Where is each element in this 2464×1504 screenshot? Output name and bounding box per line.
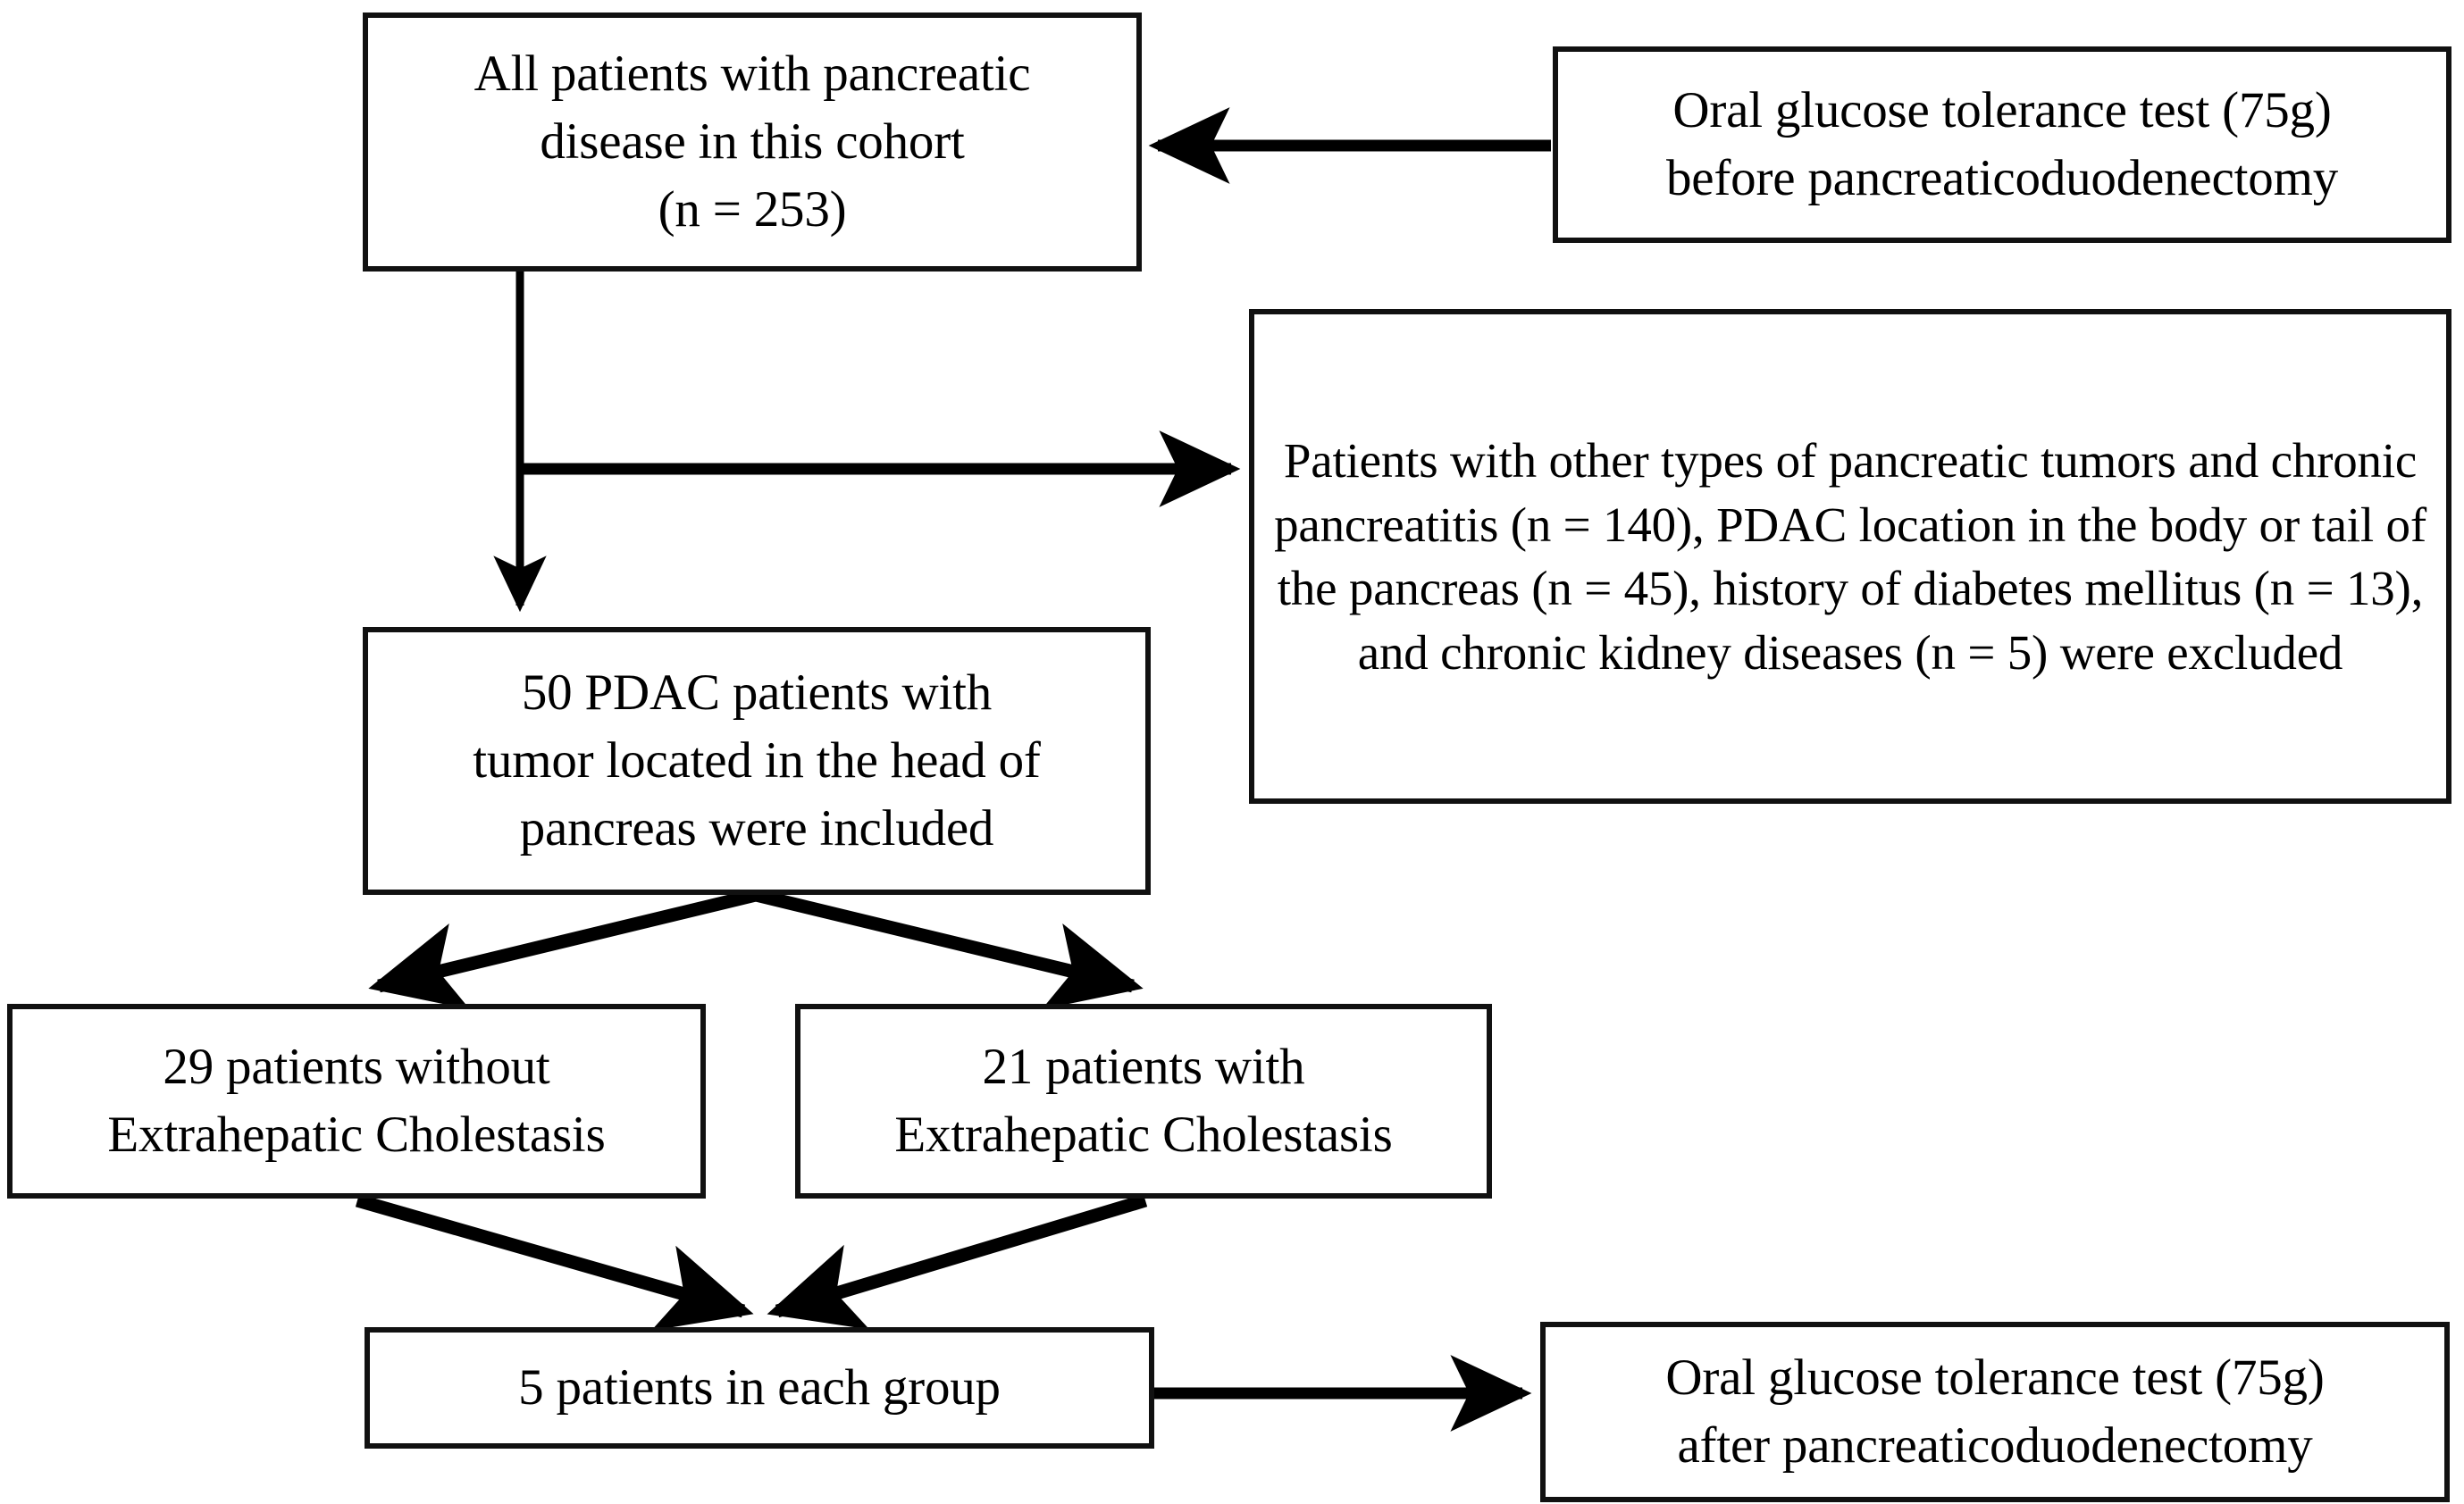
node-excluded-patients[interactable]: Patients with other types of pancreatic … (1249, 309, 2451, 804)
node-ogtt-after-surgery-label: Oral glucose tolerance test (75g) after … (1665, 1349, 2325, 1474)
node-ogtt-before-surgery-label: Oral glucose tolerance test (75g) before… (1665, 82, 2339, 206)
node-with-cholestasis-label: 21 patients with Extrahepatic Cholestasi… (894, 1039, 1393, 1163)
node-pdac-included-label: 50 PDAC patients with tumor located in t… (473, 664, 1041, 856)
node-ogtt-after-surgery[interactable]: Oral glucose tolerance test (75g) after … (1540, 1322, 2450, 1502)
node-pdac-included[interactable]: 50 PDAC patients with tumor located in t… (363, 627, 1151, 895)
node-with-cholestasis[interactable]: 21 patients with Extrahepatic Cholestasi… (795, 1004, 1492, 1199)
edge-with-cholestasis-to-five (767, 1193, 1148, 1330)
node-five-patients-each-group-label: 5 patients in each group (518, 1359, 1001, 1416)
edge-without-cholestasis-to-five (355, 1193, 754, 1331)
node-without-cholestasis[interactable]: 29 patients without Extrahepatic Cholest… (7, 1004, 706, 1199)
node-ogtt-before-surgery[interactable]: Oral glucose tolerance test (75g) before… (1553, 46, 2451, 243)
node-all-patients-cohort[interactable]: All patients with pancreatic disease in … (363, 13, 1142, 272)
node-five-patients-each-group[interactable]: 5 patients in each group (365, 1327, 1154, 1449)
node-without-cholestasis-label: 29 patients without Extrahepatic Cholest… (107, 1039, 606, 1163)
edge-pdac-to-with-cholestasis (754, 888, 1144, 1010)
edge-pdac-to-without-cholestasis (368, 888, 758, 1010)
node-excluded-patients-label: Patients with other types of pancreatic … (1274, 433, 2426, 680)
node-all-patients-cohort-label: All patients with pancreatic disease in … (474, 46, 1031, 238)
